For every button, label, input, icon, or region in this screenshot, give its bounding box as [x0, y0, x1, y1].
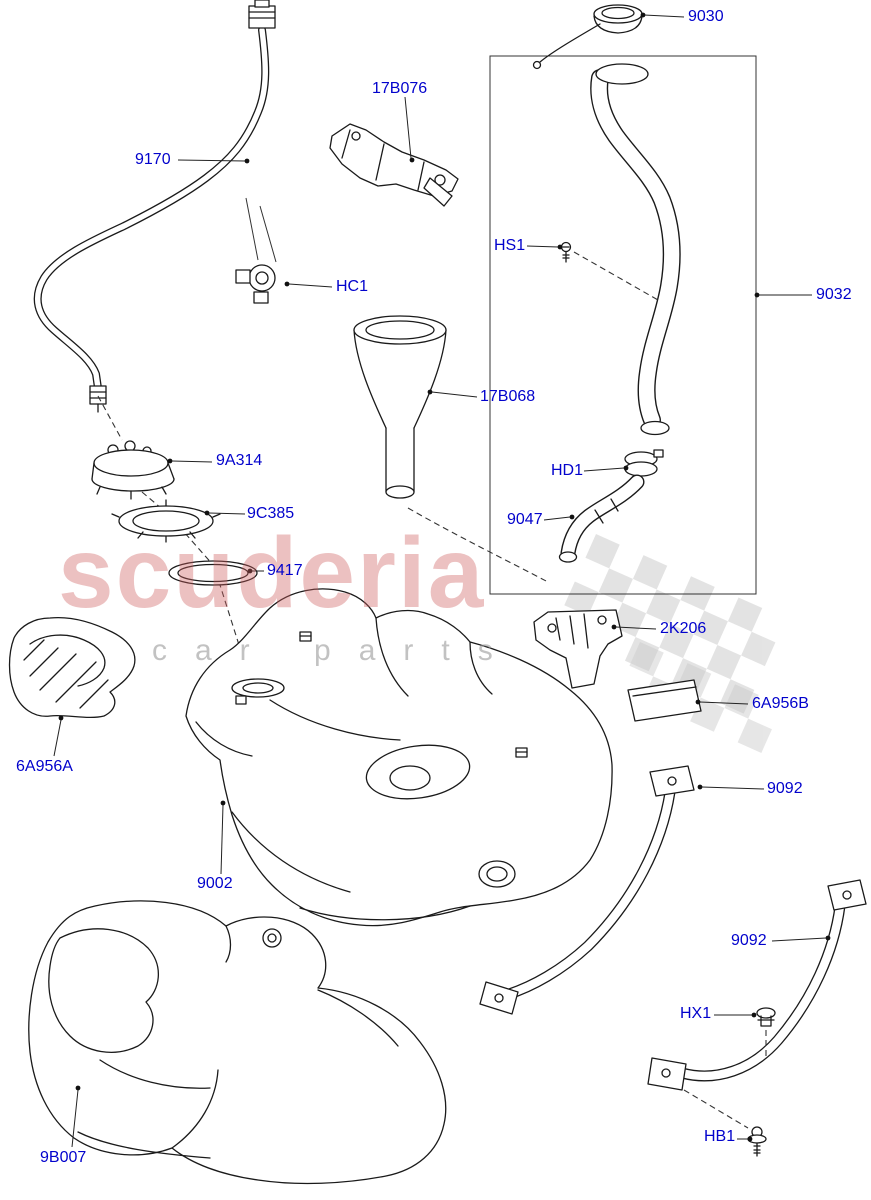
part-label-9092-lower[interactable]: 9092 [731, 932, 767, 949]
funnel-17b068 [353, 315, 447, 499]
part-label-hb1[interactable]: HB1 [704, 1128, 736, 1145]
part-label-hx1[interactable]: HX1 [680, 1005, 712, 1022]
filler-pipe [590, 63, 681, 436]
tank-strap-upper [479, 765, 695, 1015]
part-label-hc1[interactable]: HC1 [336, 278, 369, 295]
filler-hose [558, 474, 645, 563]
leader-lines [53, 12, 831, 1148]
foam-pad-b [627, 679, 702, 722]
assembly-guide-line [407, 507, 549, 583]
bracket-2k206 [533, 609, 623, 689]
part-label-9047[interactable]: 9047 [507, 511, 543, 528]
reference-box [489, 55, 757, 595]
heat-shield-main [28, 900, 447, 1185]
fuel-pump-module [91, 395, 253, 687]
part-label-9032[interactable]: 9032 [816, 286, 852, 303]
part-label-9b007[interactable]: 9B007 [40, 1149, 87, 1166]
hose-clamp [624, 449, 664, 477]
part-label-9417[interactable]: 9417 [267, 562, 303, 579]
part-label-hd1[interactable]: HD1 [551, 462, 584, 479]
screw-hs1 [560, 241, 659, 301]
fuel-filler-cap [532, 4, 643, 70]
part-label-hs1[interactable]: HS1 [494, 237, 526, 254]
part-label-9092-upper[interactable]: 9092 [767, 780, 803, 797]
bolt-hx1 [756, 1007, 776, 1058]
part-label-9170[interactable]: 9170 [135, 151, 171, 168]
bracket-17b076 [329, 123, 459, 207]
part-label-17b068[interactable]: 17B068 [480, 388, 536, 405]
part-label-9002[interactable]: 9002 [197, 875, 233, 892]
part-label-17b076[interactable]: 17B076 [372, 80, 428, 97]
valve-hc1 [235, 264, 276, 304]
part-label-9030[interactable]: 9030 [688, 8, 724, 25]
screw-hb1 [683, 1089, 767, 1157]
lock-ring [111, 499, 221, 543]
seal-ring [168, 560, 258, 586]
tank-strap-lower [647, 879, 867, 1091]
fuel-tank [185, 588, 613, 927]
heat-shield-a [8, 616, 136, 719]
part-label-2k206[interactable]: 2K206 [660, 620, 707, 637]
part-label-9c385[interactable]: 9C385 [247, 505, 295, 522]
part-label-6a956a[interactable]: 6A956A [16, 758, 73, 775]
part-label-9a314[interactable]: 9A314 [216, 452, 263, 469]
part-label-6a956b[interactable]: 6A956B [752, 695, 809, 712]
vent-tube [33, 0, 277, 413]
